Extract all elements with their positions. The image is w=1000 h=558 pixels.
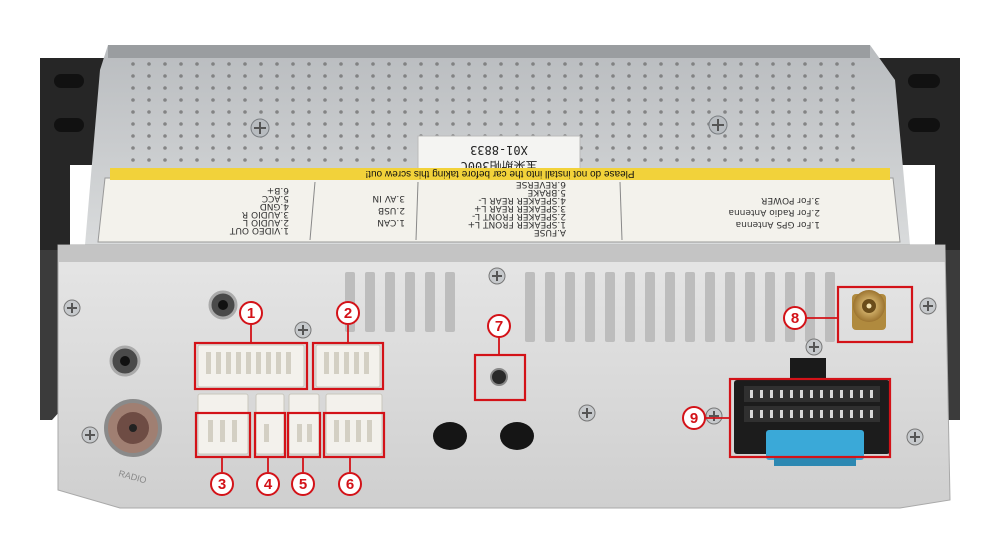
label-line: 1.VIDEO OUT — [229, 225, 289, 235]
highlight-box-6 — [322, 411, 386, 459]
label-line: 5.ACC — [262, 193, 289, 203]
label-line: 2.SPEAKER FRONT L- — [472, 211, 566, 221]
label-line: 1.SPEAKER FRONT L+ — [468, 219, 566, 229]
label-line: 4.GND — [260, 201, 289, 211]
highlight-box-4 — [253, 411, 287, 459]
panel-screw-left-lower — [81, 426, 99, 444]
panel-screw-center — [488, 267, 506, 285]
radio-antenna-socket — [104, 399, 162, 457]
warning-text: Please do not install into the car befor… — [365, 168, 634, 179]
label-col-4: 1.VIDEO OUT 2.AUDIO L 3.AUDIO R 4.GND 5.… — [229, 185, 289, 235]
label-line: 2.USB — [378, 205, 405, 215]
callout-number: 4 — [264, 476, 273, 493]
label-col-3: 1.CAN 2.USB 3.AV IN — [372, 193, 405, 227]
label-line: 3.For POWER — [761, 195, 820, 205]
callout-1: 1 — [239, 301, 263, 325]
highlight-box-5 — [286, 411, 322, 459]
wiring-diagram-label: Please do not install into the car befor… — [97, 168, 901, 243]
label-col-1: 1.For GPS Antenna 2.For Radio Antenna 3.… — [728, 195, 820, 229]
label-line: 2.For Radio Antenna — [728, 207, 820, 217]
callout-number: 8 — [791, 310, 799, 327]
audio-jack-middle — [109, 345, 141, 377]
callout-8: 8 — [783, 306, 807, 330]
callout-4: 4 — [256, 472, 280, 496]
panel-holes — [433, 422, 534, 450]
audio-jack-top — [208, 290, 238, 320]
callout-2: 2 — [336, 301, 360, 325]
panel-screw-connector — [294, 321, 312, 339]
label-line: 1.CAN — [377, 217, 405, 227]
callout-number: 2 — [344, 305, 352, 322]
callout-number: 9 — [690, 410, 698, 427]
center-screw-hole — [490, 368, 508, 386]
callout-7: 7 — [487, 314, 511, 338]
label-line: 2.AUDIO L — [243, 217, 289, 227]
iso-pins — [750, 390, 873, 418]
label-line: 3.AUDIO R — [242, 209, 289, 219]
label-line: 3.SPEAKER REAR L+ — [474, 203, 566, 213]
callout-leaders — [221, 317, 838, 472]
vent-slots — [345, 272, 835, 342]
callout-5: 5 — [291, 472, 315, 496]
label-line: 6.B+ — [267, 185, 289, 195]
top-screw-right — [708, 115, 728, 135]
panel-screw-right — [919, 297, 937, 315]
panel-screw-left — [63, 299, 81, 317]
label-line: 4.SPEAKER REAR L- — [478, 195, 566, 205]
top-screw-left — [250, 118, 270, 138]
callout-number: 1 — [247, 305, 255, 322]
callout-3: 3 — [210, 472, 234, 496]
label-line: 6.REVERSE — [516, 179, 566, 189]
sticker-model-text: X01-8833 — [470, 143, 528, 157]
callout-9: 9 — [682, 406, 706, 430]
callout-6: 6 — [338, 472, 362, 496]
panel-screw-right-lower — [906, 428, 924, 446]
callout-number: 5 — [299, 476, 307, 493]
label-col-2: A.FUSE 1.SPEAKER FRONT L+ 2.SPEAKER FRON… — [468, 179, 566, 237]
highlight-box-8 — [836, 285, 914, 344]
label-line: A.FUSE — [534, 227, 566, 237]
callout-number: 6 — [346, 476, 354, 493]
highlight-box-7 — [473, 353, 527, 402]
callout-number: 3 — [218, 476, 226, 493]
label-line: 1.For GPS Antenna — [736, 219, 820, 229]
panel-screw-iso-left — [705, 407, 723, 425]
gps-antenna-socket — [852, 290, 886, 330]
panel-screw-iso — [805, 338, 823, 356]
connector-pins — [206, 352, 372, 442]
highlight-box-3 — [194, 411, 252, 459]
label-line: 5.BRAKE — [527, 187, 566, 197]
label-line: 3.AV IN — [372, 193, 405, 203]
callout-number: 7 — [495, 318, 503, 335]
panel-screw-mid — [578, 404, 596, 422]
